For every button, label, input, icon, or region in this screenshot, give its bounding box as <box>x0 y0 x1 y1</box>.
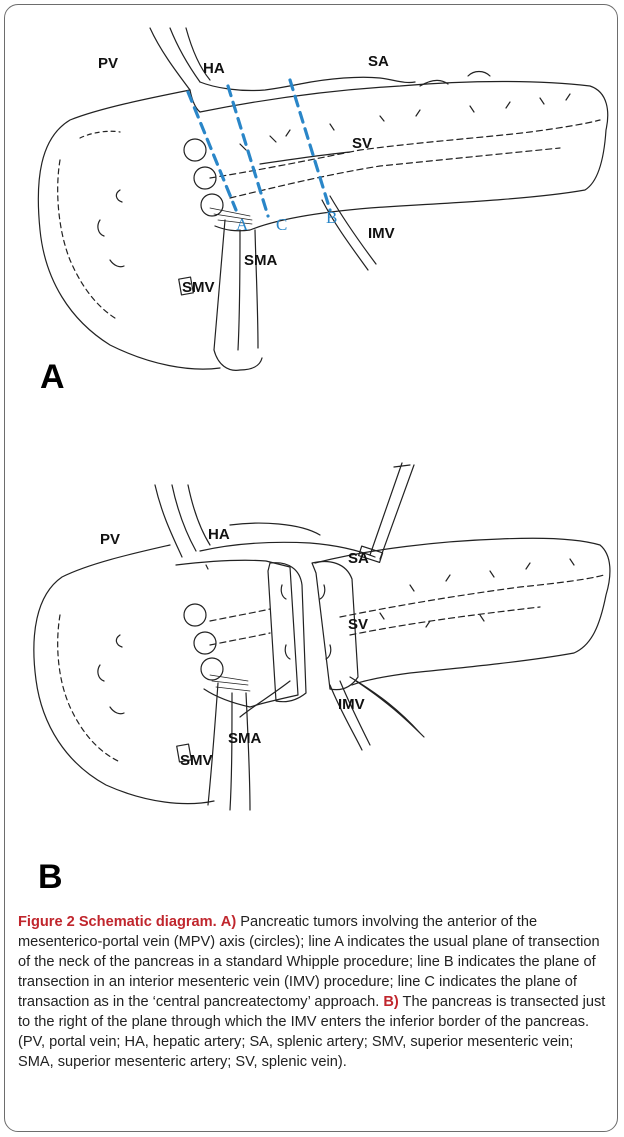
cut-line-b <box>290 80 330 210</box>
caption-part-a-label: A) <box>221 914 236 930</box>
panel-a-diagram: PV HA SA SV IMV SMA SMV A C B <box>0 20 624 400</box>
duodenum-outline <box>38 90 220 369</box>
label-smv: SMV <box>182 279 215 296</box>
cut-label-a: A <box>236 215 249 234</box>
panel-b-letter: B <box>38 860 63 894</box>
label-sma: SMA <box>228 730 262 747</box>
tumor-circle <box>201 194 223 216</box>
panel-a-letter: A <box>40 360 65 394</box>
cut-label-c: C <box>276 215 287 234</box>
label-sma: SMA <box>244 252 278 269</box>
label-imv: IMV <box>368 225 395 242</box>
cut-label-b: B <box>326 208 337 227</box>
label-imv: IMV <box>338 696 365 713</box>
figure-caption: Figure 2 Schematic diagram. A) Pancreati… <box>18 912 608 1072</box>
label-sv: SV <box>348 616 368 633</box>
label-pv: PV <box>98 55 118 72</box>
label-ha: HA <box>208 526 230 543</box>
label-sa: SA <box>368 53 389 70</box>
label-ha: HA <box>203 60 225 77</box>
pancreas-body-outline <box>200 82 608 231</box>
panel-b-diagram: PV HA SA SV IMV SMA SMV <box>0 445 624 825</box>
label-sv: SV <box>352 135 372 152</box>
label-pv: PV <box>100 531 120 548</box>
tumor-circle <box>184 139 206 161</box>
caption-figure-label: Figure 2 Schematic diagram. <box>18 914 217 930</box>
label-smv: SMV <box>180 752 213 769</box>
pancreas-cut-segment <box>268 563 306 702</box>
label-sa: SA <box>348 550 369 567</box>
caption-part-b-label: B) <box>383 994 398 1010</box>
